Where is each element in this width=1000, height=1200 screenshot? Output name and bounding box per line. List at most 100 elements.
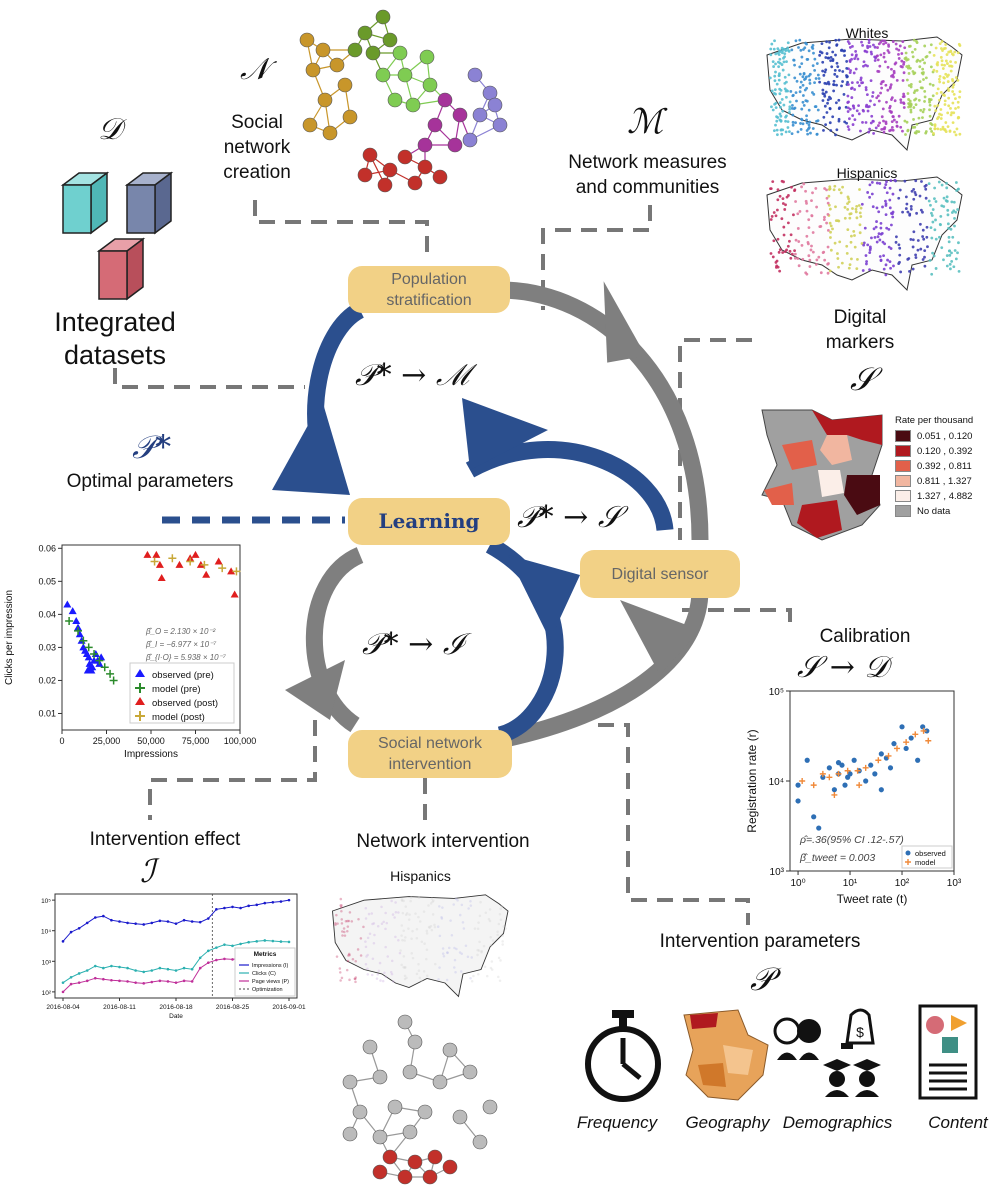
dashed-connectors — [113, 200, 792, 925]
map-dot — [853, 57, 857, 61]
map-dot — [897, 52, 900, 56]
label-network-measures: Network measures and communities — [568, 152, 727, 198]
map-dot — [908, 99, 912, 103]
map-dot — [952, 111, 956, 115]
map-icon — [683, 1009, 769, 1101]
map-dot — [381, 979, 385, 983]
map-dot — [845, 121, 848, 125]
data-point — [862, 764, 869, 771]
data-point — [912, 731, 919, 738]
map-dot — [804, 271, 808, 275]
series-point — [85, 979, 89, 983]
map-dot — [850, 86, 854, 90]
map-dot — [957, 269, 961, 273]
map-dot — [893, 178, 897, 182]
map-dot — [801, 83, 805, 87]
map-dot — [912, 106, 916, 109]
map-dot — [949, 60, 952, 64]
map-dot — [433, 925, 437, 929]
map-dot — [889, 179, 893, 182]
map-dot — [908, 269, 911, 273]
map-dot — [364, 940, 367, 943]
map-dot — [848, 107, 852, 111]
map-dot — [935, 92, 939, 95]
series-point — [247, 904, 250, 908]
map-dot — [456, 899, 459, 902]
map-dot — [942, 81, 946, 85]
map-dot — [851, 44, 854, 48]
map-dot — [346, 929, 349, 933]
data-point — [920, 724, 926, 730]
map-dot — [497, 975, 500, 979]
map-dot — [403, 977, 407, 981]
map-dot — [931, 94, 935, 98]
map-dot — [828, 121, 832, 125]
map-dot — [452, 903, 455, 906]
map-dot — [879, 91, 882, 95]
network-node — [492, 117, 508, 133]
map-dot — [415, 972, 419, 976]
map-dot — [790, 48, 794, 52]
network-node — [397, 67, 413, 83]
map-dot — [770, 105, 773, 109]
map-dot — [936, 127, 940, 131]
map-dot — [922, 237, 926, 241]
map-dot — [884, 263, 888, 267]
map-dot — [845, 244, 849, 248]
map-dot — [824, 68, 828, 72]
y-tick-label: 0.04 — [38, 609, 56, 619]
map-dot — [923, 100, 926, 103]
map-dot — [779, 105, 782, 109]
map-dot — [816, 108, 820, 112]
map-dot — [903, 119, 907, 123]
map-dot — [854, 207, 858, 211]
map-dot — [810, 45, 814, 49]
network-node — [315, 42, 331, 58]
map-dot — [914, 253, 918, 257]
map-dot — [939, 90, 943, 94]
map-dot — [838, 240, 842, 244]
map-dot — [903, 57, 907, 60]
map-dot — [930, 211, 933, 215]
map-dot — [824, 90, 828, 94]
map-dot — [417, 962, 420, 966]
map-dot — [780, 46, 784, 50]
symbol-I: ℐ — [140, 852, 156, 890]
map-dot — [776, 198, 780, 202]
map-dot — [786, 89, 789, 93]
map-dot — [497, 956, 501, 960]
map-dot — [788, 105, 792, 109]
map-dot — [826, 101, 829, 105]
map-dot — [908, 212, 912, 216]
map-dot — [873, 235, 877, 239]
map-dot — [950, 251, 953, 255]
map-dot — [790, 107, 794, 110]
map-dot — [930, 236, 934, 240]
map-dot — [898, 44, 902, 48]
map-dot — [772, 65, 775, 68]
series-point — [287, 940, 291, 944]
map-dot — [952, 83, 956, 87]
map-dot — [811, 127, 815, 130]
map-dot — [420, 940, 424, 943]
map-dot — [881, 205, 884, 209]
map-dot — [888, 186, 892, 190]
map-dot — [951, 85, 955, 89]
map-dot — [347, 952, 351, 956]
map-dot — [950, 111, 954, 115]
map-dot — [771, 180, 775, 184]
series-point — [158, 919, 162, 923]
network-node — [462, 132, 478, 148]
map-dot — [895, 235, 898, 239]
map-dot — [928, 98, 932, 102]
map-dot — [370, 912, 374, 915]
data-point — [819, 770, 826, 777]
map-dot — [489, 935, 492, 939]
svg-text:$: $ — [856, 1024, 864, 1040]
x-tick-label: 10⁰ — [790, 878, 805, 889]
series-point — [190, 967, 194, 971]
map-dot — [832, 89, 836, 93]
data-point — [95, 656, 104, 665]
map-dot — [909, 207, 913, 211]
map-dot — [403, 939, 406, 942]
